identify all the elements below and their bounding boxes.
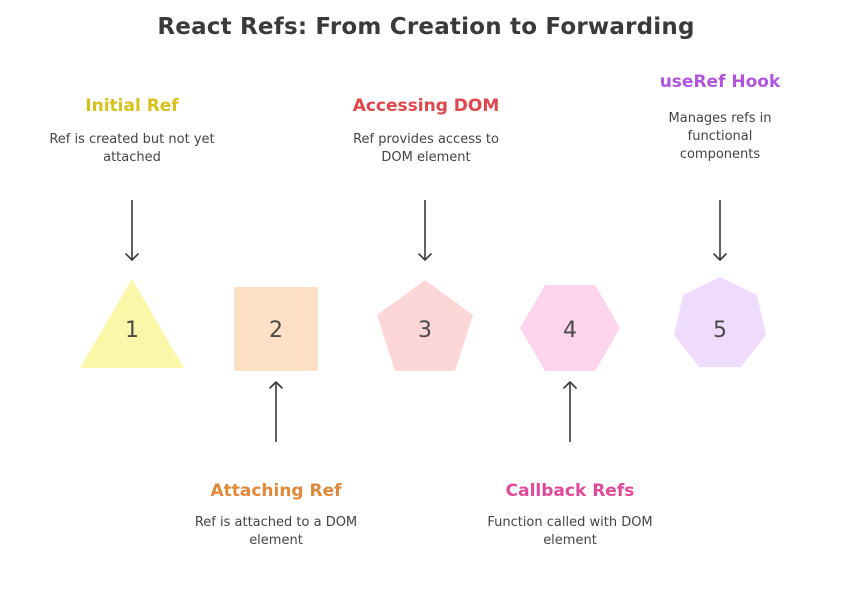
step-4-label: Callback Refs: [505, 481, 635, 501]
pentagon-icon: [377, 280, 473, 371]
step-5-description: Manages refs in functional components: [668, 111, 772, 162]
step-2-description: Ref is attached to a DOM element: [194, 515, 358, 548]
step-2-number: 2: [269, 318, 283, 343]
step-1-number: 1: [125, 318, 139, 343]
step-3-number: 3: [418, 318, 432, 343]
step-4-description: Function called with DOM element: [487, 515, 653, 548]
hexagon-icon: [520, 285, 620, 371]
step-5-number: 5: [713, 318, 727, 343]
step-5-label: useRef Hook: [659, 72, 781, 92]
triangle-icon: [80, 279, 184, 368]
heptagon-icon: [674, 277, 766, 367]
step-4-number: 4: [563, 318, 577, 343]
step-1-label: Initial Ref: [85, 96, 179, 116]
step-2-label: Attaching Ref: [210, 481, 342, 501]
square-icon: [234, 287, 318, 371]
step-1-description: Ref is created but not yet attached: [49, 132, 215, 165]
step-3-label: Accessing DOM: [352, 96, 500, 116]
diagram-title: React Refs: From Creation to Forwarding: [157, 14, 695, 40]
step-3-description: Ref provides access to DOM element: [353, 132, 499, 165]
